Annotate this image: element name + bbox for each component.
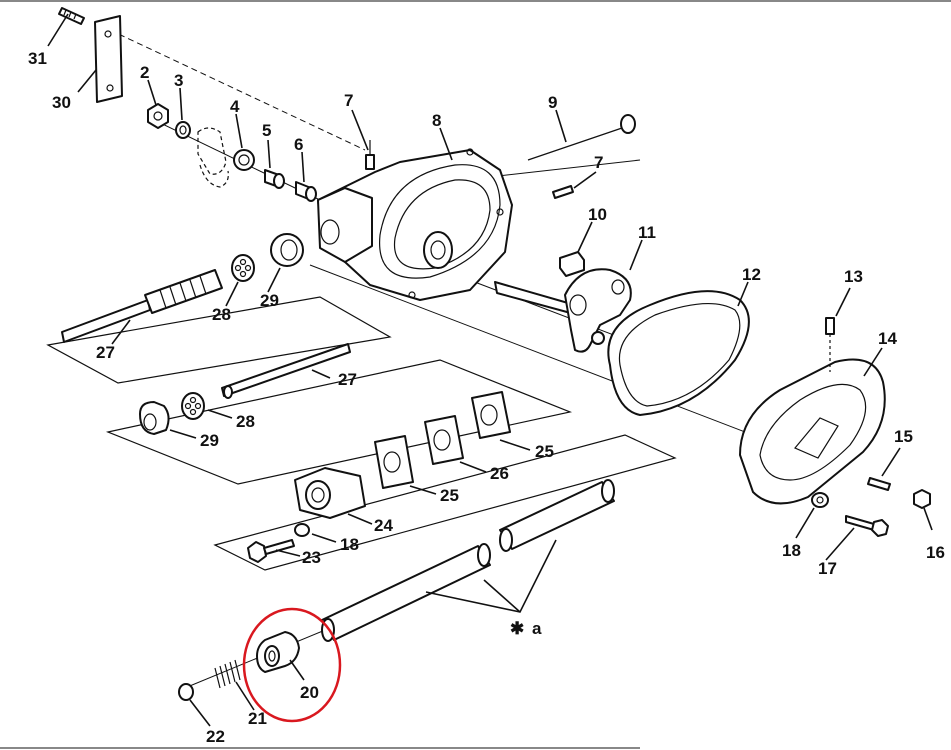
part-5-bushing: [264, 169, 285, 189]
callout-8: 8: [432, 111, 441, 130]
callout-7-side: 7: [594, 153, 603, 172]
part-6-bushing: [295, 181, 317, 202]
callout-14: 14: [878, 329, 897, 348]
part-3-washer: [175, 121, 191, 139]
part-21-spring: [214, 659, 241, 689]
callout-6: 6: [294, 135, 303, 154]
callout-labels: 31 30 2 3 4 5 6 7 8 9 7 10 11 12 13 14 1…: [28, 49, 945, 746]
part-25-gasket-left: [374, 435, 414, 489]
callout-13: 13: [844, 267, 863, 286]
callout-20: 20: [300, 683, 319, 702]
part-10-fitting: [559, 251, 585, 277]
part-27-worm-shaft: [61, 269, 223, 343]
kit-box-top: [46, 296, 392, 384]
part-4-bushing: [233, 149, 255, 171]
part-18-washer-right: [811, 492, 829, 508]
callout-31: 31: [28, 49, 47, 68]
part-23-bolt: [247, 539, 295, 563]
part-14-cover: [739, 358, 886, 505]
highlight-circle: [242, 607, 342, 723]
lever-reference: [197, 127, 229, 188]
part-22-ring: [178, 683, 194, 701]
leader-lines: [47, 13, 933, 727]
callout-29-kit: 29: [200, 431, 219, 450]
part-18-washer-kit: [294, 523, 310, 537]
tube-upper: [499, 479, 615, 552]
part-24-adapter: [294, 467, 366, 519]
callout-18-kit: 18: [340, 535, 359, 554]
part-26-gasket: [424, 415, 464, 465]
callout-23: 23: [302, 548, 321, 567]
callout-4: 4: [230, 97, 240, 116]
part-28-bearing-kit: [181, 392, 205, 420]
callout-9: 9: [548, 93, 557, 112]
part-12-gasket: [607, 290, 750, 416]
callout-21: 21: [248, 709, 267, 728]
kit-box-lower: [213, 434, 677, 571]
part-27-shaft-kit: [221, 343, 351, 399]
part-15-stud: [867, 477, 891, 491]
callout-28-kit: 28: [236, 412, 255, 431]
callout-3: 3: [174, 71, 183, 90]
callout-26: 26: [490, 464, 509, 483]
part-13-fitting: [825, 317, 835, 372]
callout-5: 5: [262, 121, 271, 140]
part-30-plate: [94, 15, 123, 103]
part-7-fitting-side: [552, 185, 574, 199]
part-16-nut: [913, 489, 931, 509]
part-8-housing: [317, 148, 513, 301]
part-11-shaft-lever: [494, 268, 632, 353]
callout-12: 12: [742, 265, 761, 284]
tube-lower: [321, 543, 491, 642]
part-20-bushing: [256, 631, 300, 673]
callout-29-top: 29: [260, 291, 279, 310]
callout-27-top: 27: [96, 343, 115, 362]
callout-28-top: 28: [212, 305, 231, 324]
callout-2: 2: [140, 63, 149, 82]
callout-16: 16: [926, 543, 945, 562]
callout-18-right: 18: [782, 541, 801, 560]
part-17-bolt: [845, 515, 889, 537]
callout-7-top: 7: [344, 91, 353, 110]
part-25-gasket-right: [471, 391, 511, 439]
part-31-screw: [58, 7, 85, 25]
callout-11: 11: [638, 223, 656, 242]
callout-24: 24: [374, 516, 393, 535]
part-9-rod: [527, 114, 636, 161]
part-28-bearing-top: [231, 254, 255, 282]
callout-30: 30: [52, 93, 71, 112]
note-mark: ✱: [510, 619, 524, 638]
part-29-cup-kit: [139, 401, 170, 435]
note-letter: a: [532, 619, 542, 638]
callout-25-left: 25: [440, 486, 459, 505]
callout-15: 15: [894, 427, 913, 446]
kit-box-middle: [105, 359, 573, 485]
part-7-fitting-top: [365, 140, 375, 170]
callout-27-kit: 27: [338, 370, 357, 389]
callout-17: 17: [818, 559, 837, 578]
callout-25-right: 25: [535, 442, 554, 461]
callout-10: 10: [588, 205, 607, 224]
part-2-nut: [147, 103, 169, 129]
part-29-cup-top: [270, 233, 304, 267]
callout-22: 22: [206, 727, 225, 746]
